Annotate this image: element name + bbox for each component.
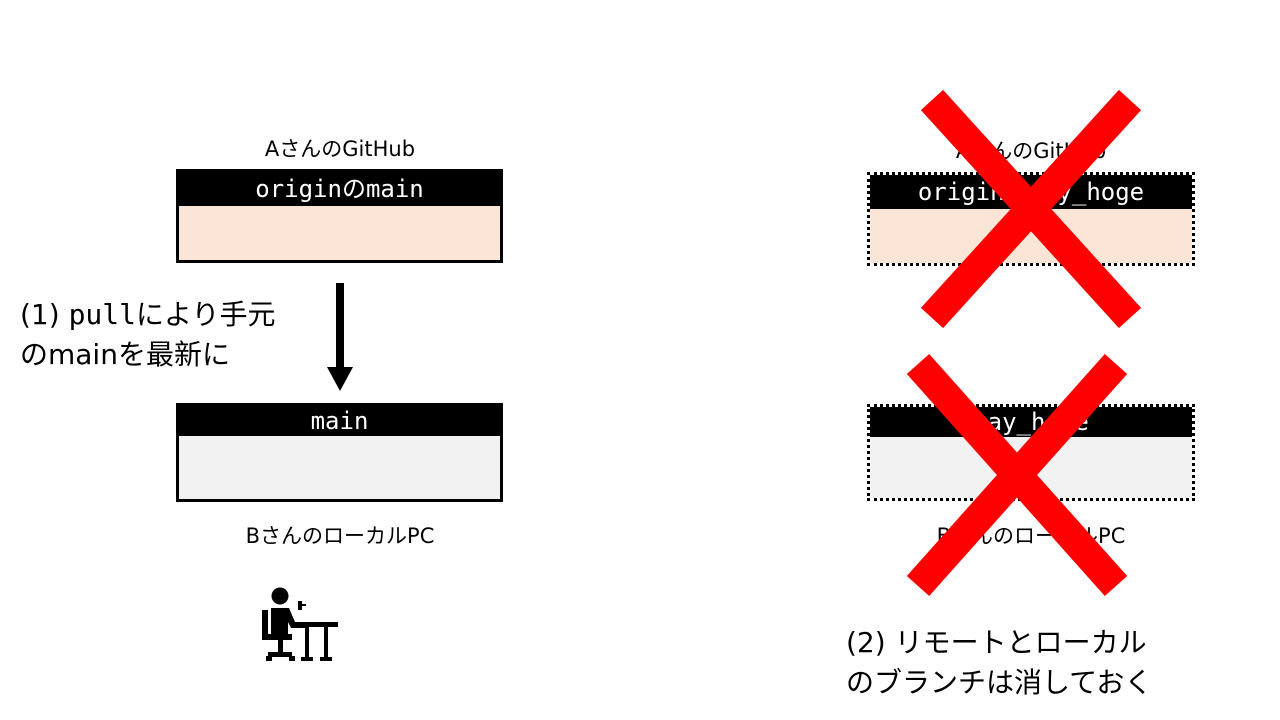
right-note: (2) リモートとローカル のブランチは消しておく (846, 623, 1152, 703)
left-local-branch-label: main (179, 406, 500, 436)
left-note: (1) pullにより手元 のmainを最新に (20, 295, 275, 375)
cross-icon (906, 354, 1128, 596)
left-note-suffix: により手元 (136, 298, 276, 331)
left-local-branch-body (179, 436, 500, 499)
person-at-desk-icon (262, 587, 338, 661)
left-local-caption: BさんのローカルPC (245, 524, 435, 548)
left-remote-branch-label: originのmain (179, 172, 500, 206)
right-note-line1: (2) リモートとローカル (846, 626, 1147, 659)
pull-arrow (327, 283, 353, 391)
left-note-line2: のmainを最新に (20, 338, 230, 371)
pull-arrow-head (327, 367, 353, 391)
left-local-branch-box: main (176, 403, 503, 502)
pull-arrow-shaft (336, 283, 344, 369)
left-note-code: pull (68, 298, 136, 331)
left-remote-branch-box: originのmain (176, 169, 503, 263)
left-remote-branch-body (179, 206, 500, 260)
left-note-line1: (1) pullにより手元 (20, 295, 275, 335)
left-note-prefix: (1) (20, 298, 69, 331)
right-note-line2: のブランチは消しておく (846, 666, 1153, 699)
cross-icon (920, 89, 1142, 328)
left-remote-caption: AさんのGitHub (264, 137, 416, 161)
